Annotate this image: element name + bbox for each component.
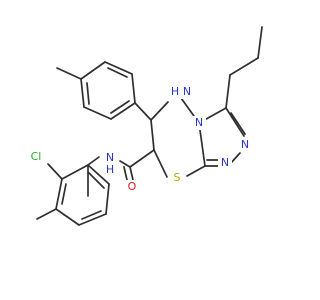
bond xyxy=(257,26,263,59)
bond xyxy=(129,166,134,181)
top-phenyl-ring xyxy=(80,61,136,120)
bond xyxy=(230,112,246,135)
double-bond-inner xyxy=(81,210,102,220)
double-bond-inner xyxy=(61,183,67,205)
bond xyxy=(110,102,136,120)
bond xyxy=(150,101,169,121)
double-bond-inner xyxy=(86,82,90,105)
bond xyxy=(186,165,206,177)
bond-layer xyxy=(36,26,263,226)
bond xyxy=(105,183,110,215)
bond xyxy=(119,160,131,168)
atom-label-layer: Cl N H O S H N N N xyxy=(25,85,252,194)
bond xyxy=(80,78,85,108)
bond xyxy=(55,208,80,226)
triazole-nitrogen-b-atom: N xyxy=(218,156,232,170)
bond xyxy=(129,149,155,168)
double-bond-inner xyxy=(88,172,105,189)
molecule-structure-drawing: Cl N H O S H N N N xyxy=(25,26,263,226)
chlorine-atom: Cl xyxy=(25,150,47,164)
bond-to-chlorine xyxy=(47,163,63,180)
bond xyxy=(80,61,106,80)
sulfur-label: S xyxy=(174,171,181,184)
bond xyxy=(153,149,168,178)
ring-nh-nitrogen-label: N xyxy=(183,85,191,98)
triazole-nitrogen-b-label: N xyxy=(221,156,229,169)
amide-group xyxy=(87,149,155,197)
ring-nh-atom: H N xyxy=(168,85,194,99)
chlorine-label: Cl xyxy=(31,150,42,163)
bond xyxy=(87,156,100,166)
double-bond-inner xyxy=(110,100,130,114)
ring-nh-hydrogen-label: H xyxy=(171,85,179,98)
bond xyxy=(104,61,133,75)
amide-nitrogen-atom: N H xyxy=(103,151,117,177)
chloromethylphenyl-ring xyxy=(55,164,110,226)
amide-oxygen-label: O xyxy=(128,180,137,193)
amide-oxygen-atom: O xyxy=(125,180,139,194)
bond xyxy=(83,106,112,120)
bond xyxy=(229,57,259,76)
bond-methyl-lower xyxy=(36,208,57,220)
bond-phenyl-to-c6 xyxy=(134,102,152,121)
bridge-nitrogen-label: N xyxy=(195,116,203,129)
amide-nitrogen-label: N xyxy=(106,151,114,164)
bond-methyl-top xyxy=(56,67,82,80)
thiadiazine-ring xyxy=(150,97,206,178)
double-bond-inner xyxy=(107,67,128,78)
bond xyxy=(55,178,63,210)
bond xyxy=(198,122,206,167)
bond xyxy=(61,164,89,180)
bond xyxy=(87,164,110,185)
bond xyxy=(78,213,107,226)
sulfur-atom: S xyxy=(170,171,184,185)
bond xyxy=(225,74,231,109)
amide-hydrogen-label: H xyxy=(106,163,114,176)
bond xyxy=(131,73,136,104)
bond xyxy=(123,166,128,181)
propyl-chain xyxy=(225,26,263,109)
triazole-nitrogen-a-atom: N xyxy=(238,138,252,152)
bond xyxy=(225,107,245,137)
bridge-nitrogen-atom: N xyxy=(192,116,206,130)
bond xyxy=(150,119,155,151)
triazole-nitrogen-a-label: N xyxy=(241,138,249,151)
